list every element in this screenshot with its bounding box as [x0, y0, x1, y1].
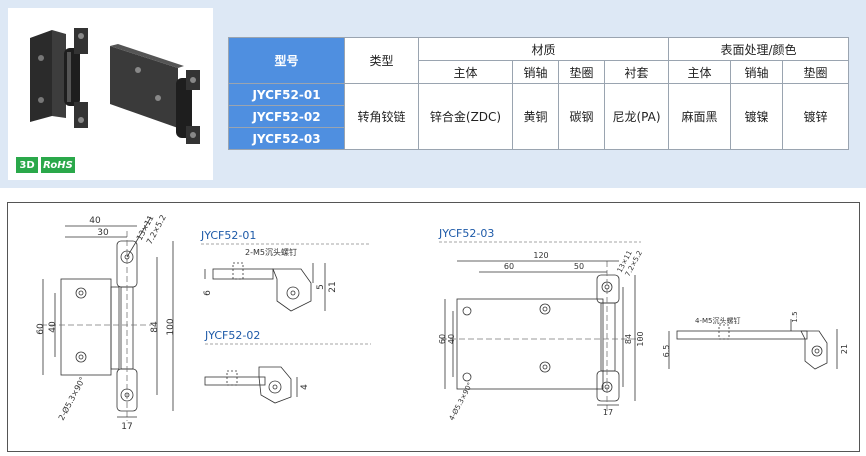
- hinge-render-small: [30, 28, 88, 128]
- dim-40-left: 40: [89, 216, 101, 226]
- label-jycf52-01: JYCF52-01: [200, 229, 256, 242]
- dim-60-right: 60: [504, 262, 514, 271]
- header-model: 型号: [228, 37, 345, 84]
- surface-pin-value: 镀镍: [730, 83, 784, 150]
- subheader-surface-pin: 销轴: [730, 60, 784, 84]
- dim-30-left: 30: [97, 228, 109, 238]
- type-value: 转角铰链: [344, 83, 419, 150]
- dim-120-right: 120: [533, 251, 548, 260]
- badge-rohs: RoHS: [41, 157, 75, 173]
- screw-note-03: 4-M5沉头螺钉: [695, 316, 740, 325]
- dim-6_5-side03: 6.5: [662, 345, 671, 358]
- dim-5-side01: 5: [316, 284, 326, 290]
- dim-21-side01: 21: [328, 281, 338, 292]
- hole-note-right: 4-Ø5.3×90°: [448, 381, 475, 422]
- label-jycf52-03: JYCF52-03: [438, 227, 494, 240]
- front-view-03: [441, 260, 641, 413]
- dim-60-left: 60: [36, 323, 46, 335]
- dim-84-left: 84: [150, 321, 160, 333]
- dim-100-left: 100: [166, 318, 176, 335]
- front-view-01: [41, 216, 174, 421]
- spec-table: 型号 类型 材质 表面处理/颜色 主体 销轴 垫圈 衬套 主体 销轴 垫圈 JY…: [228, 37, 850, 150]
- side-view-03: [668, 319, 838, 370]
- technical-drawing: 40 30 60 40 84 100 17 2-Ø5.3×90° 13×11 7…: [36, 213, 849, 432]
- subheader-material-bushing: 衬套: [603, 60, 670, 84]
- hinge-photo: [30, 28, 200, 144]
- surface-washer-value: 镀锌: [782, 83, 850, 150]
- material-bushing-value: 尼龙(PA): [603, 83, 670, 150]
- header-surface: 表面处理/颜色: [668, 37, 850, 61]
- subheader-surface-body: 主体: [668, 60, 732, 84]
- dim-4-side02: 4: [300, 384, 310, 390]
- surface-body-value: 麻面黑: [668, 83, 732, 150]
- side-view-02: [204, 366, 298, 404]
- hinge-render-large: [110, 44, 200, 144]
- screw-note-01: 2-M5沉头螺钉: [245, 247, 297, 257]
- model-cell-01: JYCF52-01: [228, 83, 345, 106]
- dim-60v-right: 60: [438, 334, 447, 344]
- dim-100-right: 100: [636, 331, 645, 346]
- dim-40v-left: 40: [48, 321, 58, 333]
- product-photo-panel: [8, 8, 213, 180]
- side-view-01: [204, 262, 326, 312]
- material-washer-value: 碳钢: [558, 83, 605, 150]
- material-pin-value: 黄铜: [512, 83, 559, 150]
- material-body-value: 锌合金(ZDC): [418, 83, 513, 150]
- label-jycf52-02: JYCF52-02: [204, 329, 260, 342]
- model-cell-03: JYCF52-03: [228, 127, 345, 150]
- subheader-material-pin: 销轴: [512, 60, 559, 84]
- subheader-surface-washer: 垫圈: [782, 60, 850, 84]
- badge-3d: 3D: [16, 157, 38, 173]
- dim-21-side03: 21: [840, 344, 849, 354]
- header-type: 类型: [344, 37, 419, 84]
- model-cell-02: JYCF52-02: [228, 105, 345, 128]
- subheader-material-washer: 垫圈: [558, 60, 605, 84]
- subheader-material-body: 主体: [418, 60, 513, 84]
- dim-50-right: 50: [574, 262, 584, 271]
- header-material: 材质: [417, 37, 670, 61]
- technical-drawing-frame: 40 30 60 40 84 100 17 2-Ø5.3×90° 13×11 7…: [7, 202, 860, 452]
- dim-6-side01: 6: [203, 290, 213, 296]
- dim-40v-right: 40: [447, 334, 456, 344]
- dim-17-left: 17: [121, 422, 132, 432]
- dim-17-right: 17: [603, 408, 613, 417]
- dim-1_5-side03: 1.5: [791, 311, 799, 322]
- hole-note-left: 2-Ø5.3×90°: [56, 375, 87, 422]
- dim-84-right: 84: [624, 334, 633, 344]
